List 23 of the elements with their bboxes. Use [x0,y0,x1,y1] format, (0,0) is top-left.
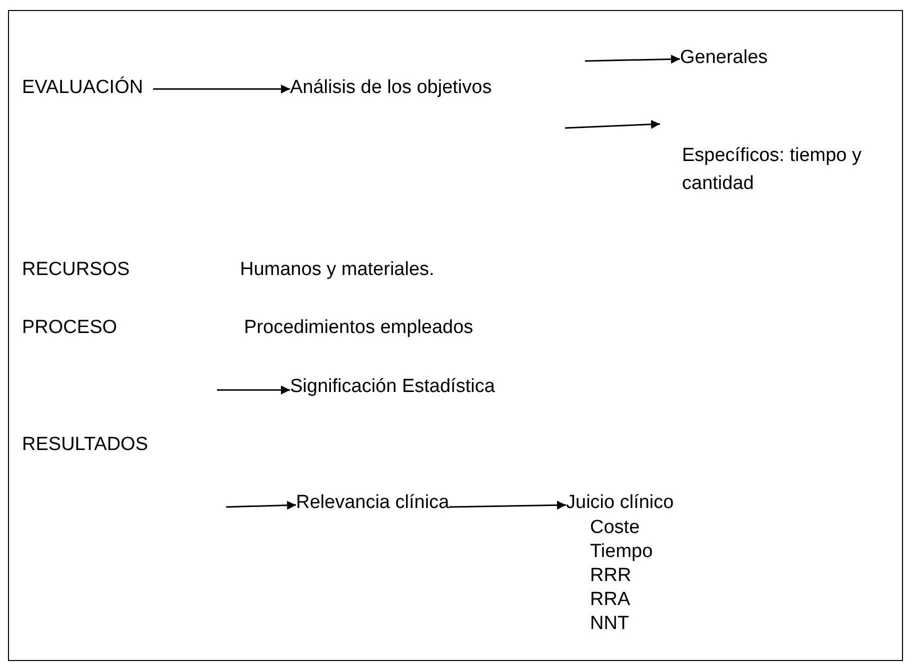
list-item: Tiempo [590,540,653,564]
list-item: RRR [590,564,632,588]
arrow [217,386,290,394]
arrow [584,54,680,64]
arrow [564,120,660,129]
text-label: PROCESO [22,317,118,339]
arrow [449,500,566,510]
text-label: RECURSOS [22,259,130,281]
text-label: Significación Estadística [290,376,495,398]
list-item: Coste [590,516,641,540]
text-label: Específicos: tiempo y cantidad [660,118,872,198]
text-label: RESULTADOS [22,434,148,456]
text-label: Análisis de los objetivos [290,77,492,99]
text-label: EVALUACIÓN [22,77,144,99]
arrow [226,500,296,510]
list-item: RRA [590,588,632,612]
text-label: Juicio clínico [566,492,674,514]
text-label: Relevancia clínica [296,492,450,514]
list-item: NNT [590,612,630,636]
arrow [153,84,290,94]
text-label: Generales [680,47,768,69]
text-label: Procedimientos empleados [244,317,474,339]
text-label: Humanos y materiales. [240,259,434,281]
